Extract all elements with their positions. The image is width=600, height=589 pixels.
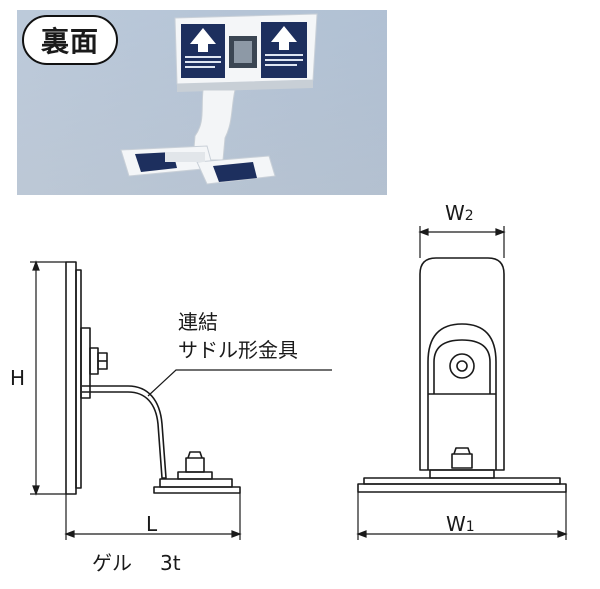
- dimension-l-label: L: [146, 512, 158, 536]
- dimension-w1-main: W: [446, 512, 466, 536]
- callout-connection: 連結: [178, 310, 218, 334]
- dimension-w2-label: W2: [445, 203, 474, 223]
- technical-drawing: [30, 226, 568, 540]
- saddle-bracket-side: [82, 385, 167, 479]
- front-lower-nut: [451, 453, 473, 469]
- dimension-w2-main: W: [445, 201, 465, 225]
- gel-thickness: 3t: [160, 551, 181, 575]
- dimension-w1-label: W1: [446, 514, 475, 534]
- dimension-w2-sub: 2: [464, 208, 474, 224]
- dimension-w1-sub: 1: [465, 519, 475, 535]
- front-bolt: [449, 353, 475, 379]
- callout-saddle-fitting: サドル形金具: [178, 338, 298, 362]
- side-lower-nut: [185, 457, 205, 473]
- gel-label: ゲル: [92, 551, 132, 575]
- side-base-plate: [153, 486, 241, 494]
- front-base-plate: [357, 483, 567, 493]
- side-back-plate: [65, 261, 77, 495]
- saddle-bracket-front: [427, 323, 497, 470]
- bracket-photo-illustration: [17, 10, 387, 195]
- front-back-plate: [419, 257, 505, 471]
- dimension-h-label: H: [10, 366, 26, 390]
- product-photo: 裏面: [17, 10, 387, 195]
- rear-side-badge: 裏面: [22, 15, 118, 65]
